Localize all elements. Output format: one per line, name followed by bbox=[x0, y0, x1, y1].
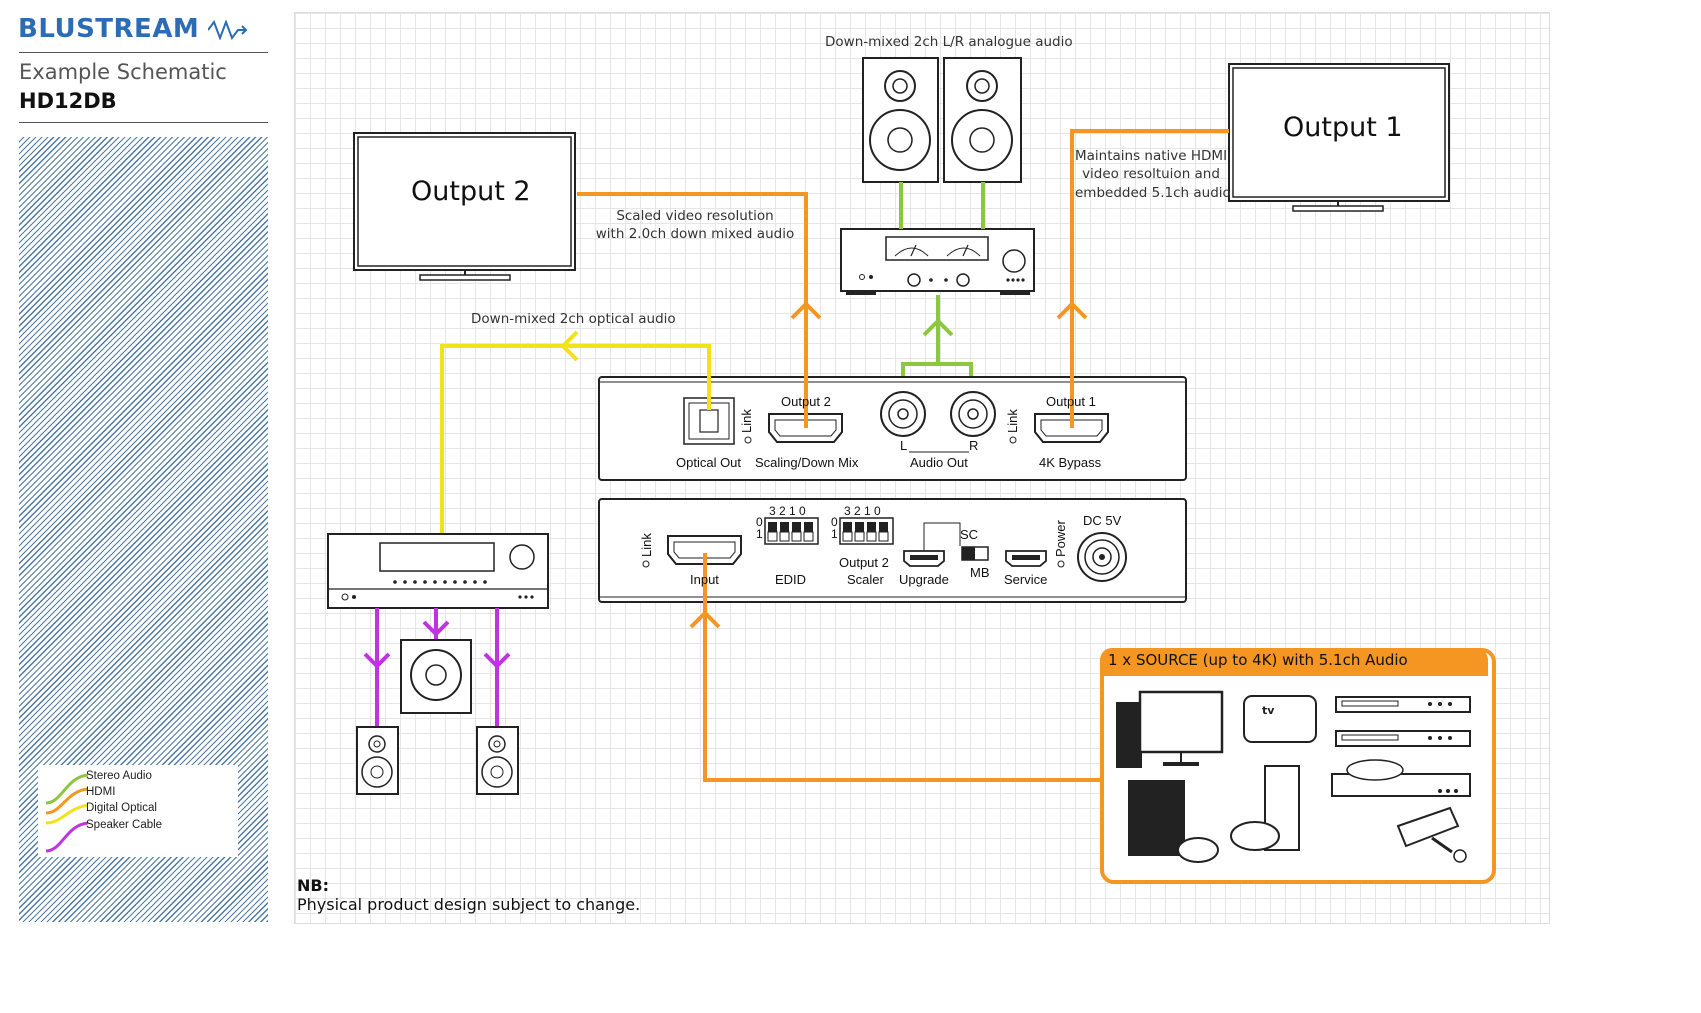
scaler-dip-one: 1 bbox=[831, 527, 838, 541]
bypass-label: 4K Bypass bbox=[1039, 455, 1102, 470]
front-output1-label: Output 1 bbox=[1046, 394, 1096, 409]
source-box bbox=[1100, 648, 1496, 884]
rca-left-port-icon bbox=[880, 391, 926, 437]
output2-caption-line2: with 2.0ch down mixed audio bbox=[595, 226, 795, 242]
surround-speaker-right-icon bbox=[476, 726, 519, 795]
legend-swatch-stereo bbox=[45, 773, 89, 805]
output1-caption-line3: embedded 5.1ch audio bbox=[1075, 185, 1231, 201]
stereo-amplifier-icon bbox=[840, 228, 1035, 295]
subwoofer-icon bbox=[400, 639, 472, 714]
service-label: Service bbox=[1004, 572, 1048, 587]
front-link-led-1 bbox=[744, 436, 752, 444]
legend-swatch-speaker bbox=[45, 821, 89, 853]
output2-scaler-label-line1: Output 2 bbox=[839, 555, 889, 570]
rca-right-label: R bbox=[969, 438, 979, 453]
upgrade-label: Upgrade bbox=[899, 572, 949, 587]
edid-dip-one: 1 bbox=[756, 527, 763, 541]
output1-caption-line2: video resoltuion and bbox=[1082, 166, 1220, 182]
dc-power-port-icon bbox=[1077, 532, 1127, 582]
page-subtitle: Example Schematic bbox=[19, 60, 227, 84]
legend bbox=[38, 765, 238, 857]
dc-label: DC 5V bbox=[1083, 513, 1122, 528]
rca-left-label: L bbox=[900, 438, 908, 453]
source-title: 1 x SOURCE (up to 4K) with 5.1ch Audio bbox=[1108, 651, 1408, 669]
output2-label: Output 2 bbox=[411, 176, 531, 207]
legend-label-speaker: Speaker Cable bbox=[86, 819, 163, 831]
front-output2-label: Output 2 bbox=[781, 394, 831, 409]
optical-out-port-icon bbox=[683, 397, 735, 445]
source-title-bar bbox=[1100, 648, 1488, 676]
optical-caption: Down-mixed 2ch optical audio bbox=[471, 311, 676, 327]
rear-link-label: Link bbox=[639, 533, 654, 557]
model-name: HD12DB bbox=[19, 89, 117, 113]
edid-dip-switch-icon bbox=[764, 517, 819, 545]
sidebar: BLUSTREAM Example Schematic HD12DB Stere… bbox=[0, 0, 300, 1013]
surround-speaker-left-icon bbox=[356, 726, 399, 795]
stereo-caption: Down-mixed 2ch L/R analogue audio bbox=[825, 34, 1073, 50]
output1-caption-line1: Maintains native HDMI bbox=[1075, 148, 1228, 164]
rear-link-led bbox=[642, 560, 650, 568]
edid-label: EDID bbox=[775, 572, 807, 587]
output2-scaler-label-line2: Scaler bbox=[847, 572, 884, 587]
av-receiver-icon bbox=[327, 533, 549, 609]
scaler-dip-zero: 0 bbox=[831, 515, 838, 529]
legend-swatches bbox=[45, 773, 89, 853]
legend-swatch-hdmi bbox=[45, 787, 89, 815]
output2-caption-line1: Scaled video resolution bbox=[616, 208, 774, 224]
audio-out-label: Audio Out bbox=[910, 455, 968, 470]
upgrade-switch-link bbox=[923, 522, 961, 551]
stereo-speaker-left-icon bbox=[862, 57, 939, 183]
output2-tv-icon bbox=[353, 132, 576, 281]
brand-logo: BLUSTREAM bbox=[18, 14, 248, 44]
service-usb-port-icon bbox=[1005, 550, 1047, 567]
sc-mb-switch-icon bbox=[961, 546, 989, 561]
input-label: Input bbox=[690, 572, 719, 587]
scaler-dip-switch-icon bbox=[839, 517, 894, 545]
legend-label-hdmi: HDMI bbox=[86, 786, 116, 798]
hd12db-rear-panel bbox=[598, 498, 1187, 603]
legend-label-optical: Digital Optical bbox=[86, 802, 157, 814]
scaler-dip-numbers: 3 2 1 0 bbox=[844, 504, 881, 518]
output1-label: Output 1 bbox=[1283, 112, 1403, 143]
power-label: Power bbox=[1053, 520, 1068, 557]
front-link-label-1: Link bbox=[739, 409, 754, 433]
speaker-cables bbox=[363, 608, 511, 727]
front-link-label-2: Link bbox=[1005, 409, 1020, 433]
optical-cable bbox=[440, 330, 711, 536]
hdmi-cables bbox=[577, 129, 1229, 782]
brand-wave-icon bbox=[207, 18, 248, 41]
nb-title: NB: bbox=[297, 876, 329, 895]
edid-dip-zero: 0 bbox=[756, 515, 763, 529]
stereo-speaker-right-icon bbox=[943, 57, 1022, 183]
optical-out-label: Optical Out bbox=[676, 455, 742, 470]
legend-swatch-optical bbox=[45, 803, 89, 825]
mb-label: MB bbox=[970, 565, 990, 580]
header-rule-bottom bbox=[19, 122, 268, 123]
notes: NB: Physical product design subject to c… bbox=[297, 876, 640, 914]
header-rule-top bbox=[19, 52, 268, 53]
rca-right-port-icon bbox=[950, 391, 996, 437]
input-hdmi-port-icon bbox=[667, 535, 742, 565]
sc-label: SC bbox=[960, 527, 979, 542]
hd12db-front-panel bbox=[598, 376, 1187, 481]
front-link-led-2 bbox=[1009, 436, 1017, 444]
edid-dip-numbers: 3 2 1 0 bbox=[769, 504, 806, 518]
legend-label-stereo: Stereo Audio bbox=[86, 770, 152, 782]
output1-tv-icon bbox=[1228, 63, 1450, 212]
output2-hdmi-port-icon bbox=[768, 413, 843, 443]
nb-text: Physical product design subject to chang… bbox=[297, 895, 641, 914]
scaling-label: Scaling/Down Mix bbox=[755, 455, 859, 470]
upgrade-usb-port-icon bbox=[903, 550, 945, 567]
power-led bbox=[1057, 560, 1065, 568]
